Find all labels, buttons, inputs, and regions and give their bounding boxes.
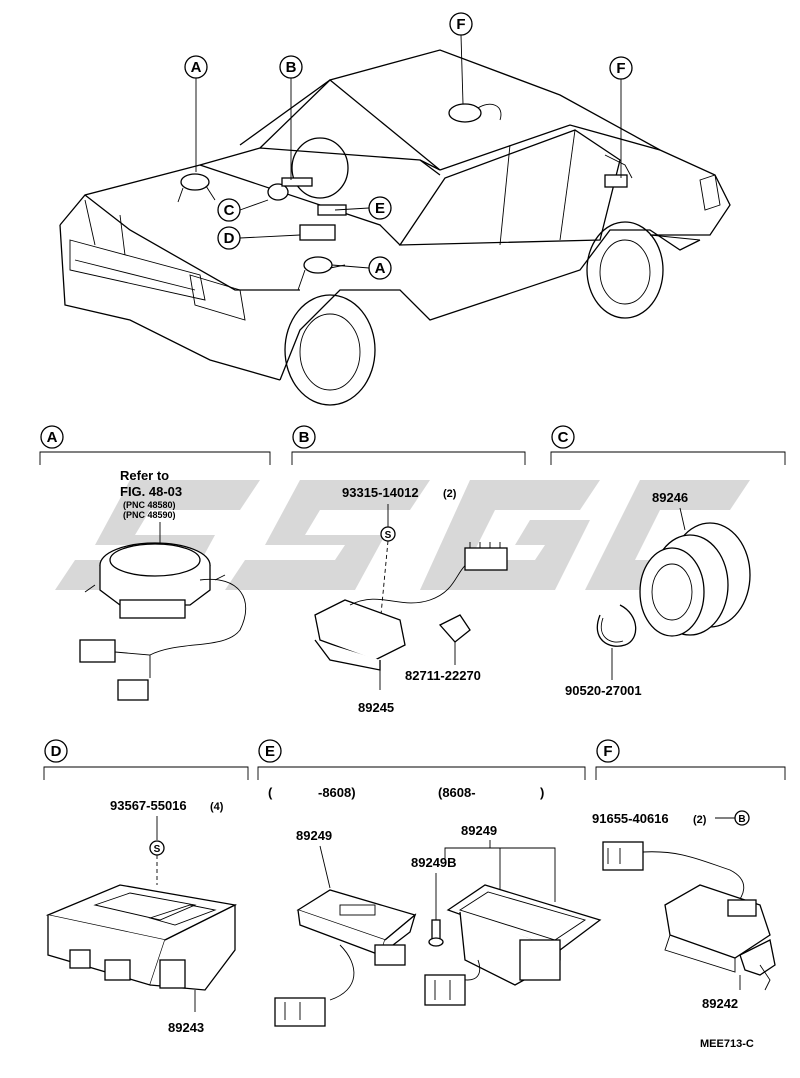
svg-text:B: B — [299, 429, 310, 446]
figure-code: MEE713-C — [700, 1038, 754, 1050]
svg-text:B: B — [738, 814, 745, 825]
svg-text:(2): (2) — [443, 488, 457, 500]
svg-text:89245: 89245 — [358, 700, 394, 715]
svg-text:93567-55016: 93567-55016 — [110, 798, 187, 813]
svg-text:(4): (4) — [210, 801, 224, 813]
svg-text:S: S — [385, 530, 392, 541]
svg-text:C: C — [224, 202, 235, 219]
svg-text:): ) — [540, 785, 544, 800]
svg-text:D: D — [51, 743, 62, 760]
svg-text:A: A — [47, 429, 58, 446]
panel-f: F 91655-40616 (2) B 89242 — [592, 739, 786, 1011]
svg-text:D: D — [224, 230, 235, 247]
svg-text:F: F — [456, 16, 465, 33]
svg-text:(PNC 48590): (PNC 48590) — [123, 510, 176, 520]
svg-text:S: S — [154, 844, 161, 855]
svg-text:FIG. 48-03: FIG. 48-03 — [120, 484, 182, 499]
svg-text:(PNC 48580): (PNC 48580) — [123, 500, 176, 510]
svg-text:E: E — [375, 200, 385, 217]
svg-text:89249: 89249 — [461, 823, 497, 838]
panel-c: C 89246 90520-27001 — [550, 425, 786, 698]
svg-text:89249: 89249 — [296, 828, 332, 843]
panel-a: A Refer to FIG. 48-03 (PNC 48580) (PNC 4… — [39, 425, 271, 701]
car-overview — [59, 49, 731, 406]
svg-text:(8608-: (8608- — [438, 785, 476, 800]
svg-text:(: ( — [268, 785, 273, 800]
svg-text:82711-22270: 82711-22270 — [405, 668, 481, 683]
panel-b: B 93315-14012 (2) S 82711-22270 89245 — [291, 425, 526, 715]
svg-text:91655-40616: 91655-40616 — [592, 811, 669, 826]
svg-text:F: F — [603, 743, 612, 760]
car-parts-sketch — [177, 103, 633, 291]
panel-e: E ( -8608) (8608- ) 89249 89249 89249B — [257, 739, 602, 1027]
svg-text:93315-14012: 93315-14012 — [342, 485, 419, 500]
panel-d: D 93567-55016 (4) S 89243 — [43, 739, 249, 1035]
svg-text:A: A — [191, 59, 202, 76]
svg-text:B: B — [286, 59, 297, 76]
svg-text:E: E — [265, 743, 275, 760]
svg-text:Refer to: Refer to — [120, 468, 169, 483]
svg-text:A: A — [375, 260, 386, 277]
svg-text:89242: 89242 — [702, 996, 738, 1011]
svg-text:F: F — [616, 60, 625, 77]
svg-text:90520-27001: 90520-27001 — [565, 683, 642, 698]
svg-text:89243: 89243 — [168, 1020, 204, 1035]
overview-callouts: A B C D E A F F — [184, 12, 633, 280]
svg-text:89246: 89246 — [652, 490, 688, 505]
svg-text:C: C — [558, 429, 569, 446]
svg-text:(2): (2) — [693, 814, 707, 826]
svg-text:89249B: 89249B — [411, 855, 457, 870]
svg-text:-8608): -8608) — [318, 785, 356, 800]
